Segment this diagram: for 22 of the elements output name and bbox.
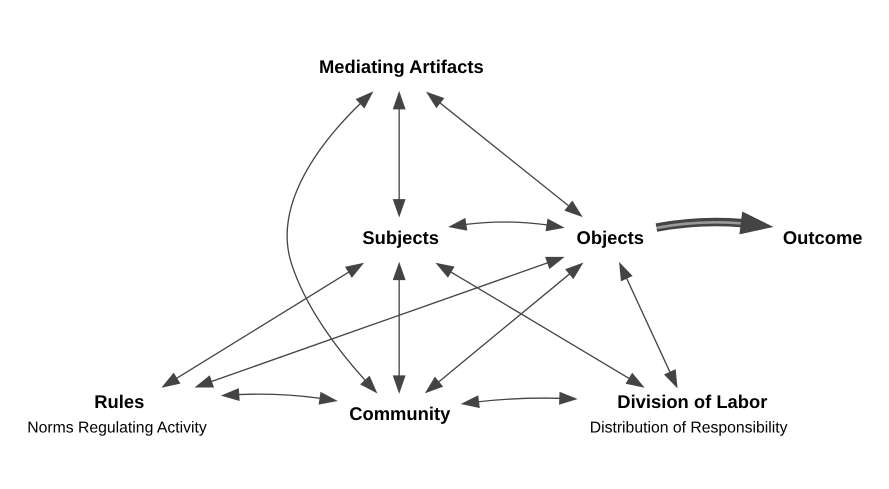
arrow	[392, 90, 406, 218]
arrow	[448, 217, 565, 231]
arrow	[194, 256, 565, 387]
node-label: Distribution of Responsibility	[590, 418, 788, 436]
arrow	[392, 261, 406, 394]
arrow	[460, 391, 578, 408]
arrow	[656, 210, 774, 234]
node-text: Subjects	[362, 226, 439, 248]
arrow	[424, 262, 584, 393]
node-text: Mediating Artifacts	[319, 56, 484, 77]
arrow	[220, 388, 338, 404]
node-text: Division of Labor	[617, 390, 768, 412]
arrow	[426, 91, 583, 217]
node-text: Objects	[576, 226, 644, 248]
arrow	[161, 262, 364, 388]
node-text: Outcome	[782, 226, 863, 248]
arrow	[286, 90, 378, 393]
node-text: Rules	[94, 390, 144, 412]
arrow	[435, 262, 645, 388]
node-text: Community	[349, 402, 450, 424]
node-label: Norms Regulating Activity	[27, 418, 207, 436]
arrow	[619, 261, 678, 388]
